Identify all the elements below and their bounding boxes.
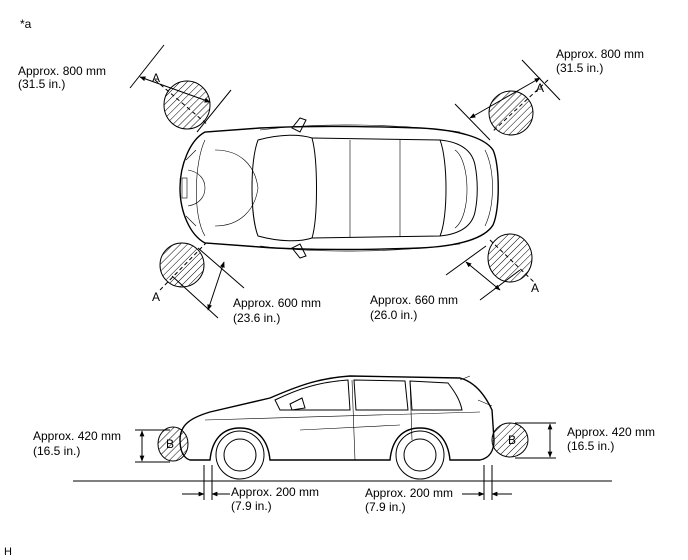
label-rear-left-line2: (31.5 in.) (556, 61, 603, 75)
label-front-right-line1: Approx. 600 mm (233, 296, 321, 310)
figure-tag: *a (20, 17, 32, 31)
corner-mark: H (4, 546, 12, 558)
car-top-view (179, 117, 499, 259)
side-zone-front: B (135, 426, 230, 500)
label-side-front-height-line1: Approx. 420 mm (33, 429, 121, 443)
label-side-rear-height-line1: Approx. 420 mm (567, 425, 655, 439)
zone-rear-right: A (445, 233, 539, 301)
label-front-left-line1: Approx. 800 mm (18, 64, 106, 78)
label-rear-left-line1: Approx. 800 mm (556, 47, 644, 61)
zone-front-right: A (152, 242, 245, 319)
marker-a-front-left: A (152, 71, 160, 85)
car-side-view (179, 375, 495, 480)
label-front-right-line2: (23.6 in.) (233, 311, 280, 325)
marker-a-rear-left: A (536, 81, 544, 95)
label-side-rear-offset-line1: Approx. 200 mm (365, 486, 453, 500)
marker-b-front: B (166, 437, 174, 451)
label-side-front-height-line2: (16.5 in.) (33, 444, 80, 458)
zone-rear-left: A (454, 59, 561, 141)
marker-a-front-right: A (152, 290, 160, 304)
side-zone-rear: B (462, 422, 556, 500)
label-rear-right-line1: Approx. 660 mm (370, 293, 458, 307)
zone-front-left: A (129, 44, 232, 133)
label-side-rear-offset-line2: (7.9 in.) (365, 500, 406, 514)
label-rear-right-line2: (26.0 in.) (370, 308, 417, 322)
label-front-left-line2: (31.5 in.) (18, 77, 65, 91)
marker-a-rear-right: A (531, 281, 539, 295)
marker-b-rear: B (508, 433, 516, 447)
label-side-rear-height-line2: (16.5 in.) (567, 439, 614, 453)
label-side-front-offset-line1: Approx. 200 mm (231, 485, 319, 499)
label-side-front-offset-line2: (7.9 in.) (231, 499, 272, 513)
